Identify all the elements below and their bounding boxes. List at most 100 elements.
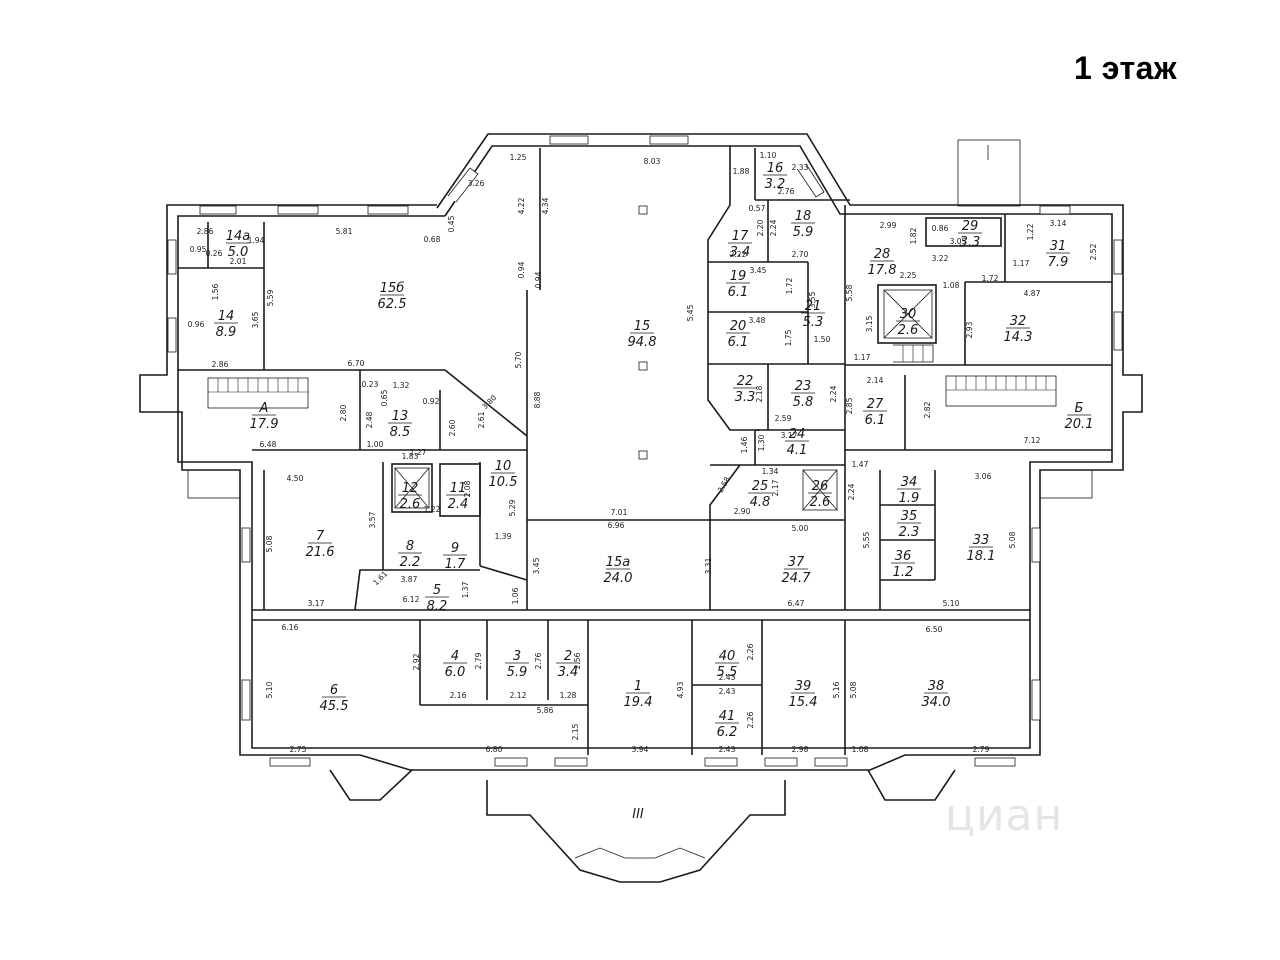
room-area: 17.8 xyxy=(868,263,897,278)
room-number: 15б xyxy=(380,281,405,296)
room-number: 5 xyxy=(433,583,441,598)
room-3: 35.9 xyxy=(505,649,529,680)
dimension-label: 0.26 xyxy=(206,249,223,258)
dimension-label: 2.48 xyxy=(365,411,374,428)
dimension-label: 6.47 xyxy=(788,599,805,608)
room-area: 21.6 xyxy=(306,545,335,560)
room-29: 293.3 xyxy=(958,219,982,250)
room-41: 416.2 xyxy=(715,709,739,740)
dimension-label: 1.94 xyxy=(248,236,265,245)
room-area: 8.2 xyxy=(427,599,448,614)
room-number: 24 xyxy=(789,427,806,442)
room-number: 18 xyxy=(795,209,812,224)
room-2: 23.4 xyxy=(556,649,580,680)
room-21: 215.3 xyxy=(801,299,825,330)
room-area: 5.5 xyxy=(717,665,738,680)
room-7: 721.6 xyxy=(306,529,335,560)
dimension-label: 4.34 xyxy=(541,197,550,214)
room-area: 2.3 xyxy=(899,525,920,540)
room-number: 32 xyxy=(1010,314,1027,329)
dimension-label: 2.26 xyxy=(746,643,755,660)
interior-walls xyxy=(178,146,1112,755)
room-number: 27 xyxy=(867,397,884,412)
room-17: 173.4 xyxy=(728,229,752,260)
room-12: 122.6 xyxy=(398,481,422,512)
dimension-label: 1.56 xyxy=(211,283,220,300)
dimension-label: 2.25 xyxy=(900,271,917,280)
room-36: 361.2 xyxy=(891,549,915,580)
dimension-label: 2.79 xyxy=(474,652,483,669)
room-18: 185.9 xyxy=(791,209,815,240)
dimension-label: 3.22 xyxy=(932,254,949,263)
dimension-label: 1.47 xyxy=(852,460,869,469)
dimension-label: 1.32 xyxy=(393,381,410,390)
dimension-label: 3.31 xyxy=(704,557,713,574)
room-area: 5.9 xyxy=(507,665,528,680)
room-number: 35 xyxy=(901,509,918,524)
dimension-label: 2.08 xyxy=(463,480,472,497)
room-area: 3.4 xyxy=(730,245,751,260)
room-22: 223.3 xyxy=(733,374,757,405)
room-23: 235.8 xyxy=(791,379,815,410)
room-area: 3.3 xyxy=(735,390,756,405)
entrance-label: III xyxy=(632,807,644,822)
dimension-label: 2.75 xyxy=(290,745,307,754)
dimension-label: 1.72 xyxy=(785,277,794,294)
dimension-label: 1.82 xyxy=(909,227,918,244)
room-area: 24.7 xyxy=(782,571,812,586)
elevator-shafts xyxy=(394,289,933,511)
dimension-label: 2.18 xyxy=(755,385,764,402)
room-31: 317.9 xyxy=(1046,239,1070,270)
dimension-label: 2.93 xyxy=(965,321,974,338)
dimension-label: 3.06 xyxy=(975,472,992,481)
dimension-label: 4.93 xyxy=(676,681,685,698)
room-number: 38 xyxy=(928,679,945,694)
dimension-label: 1.22 xyxy=(424,505,441,514)
room-number: 16 xyxy=(767,161,784,176)
dimension-label: 1.83 xyxy=(402,452,419,461)
dimension-label: 0.45 xyxy=(447,215,456,232)
dimension-label: 5.00 xyxy=(792,524,809,533)
dimension-label: 5.08 xyxy=(849,681,858,698)
dimension-label: 1.27 xyxy=(410,448,427,457)
dimension-label: 3.05 xyxy=(950,237,967,246)
room-35: 352.3 xyxy=(897,509,921,540)
room-number: 14 xyxy=(218,309,235,324)
room-number: 4 xyxy=(451,649,459,664)
dimension-label: 3.17 xyxy=(781,431,798,440)
dimension-label: 3.87 xyxy=(401,575,418,584)
room-number: 37 xyxy=(788,555,805,570)
dimension-label: 1.17 xyxy=(854,353,871,362)
dimension-label: 2.14 xyxy=(867,376,884,385)
room-number: A xyxy=(259,401,269,416)
room-area: 1.9 xyxy=(899,491,920,506)
dimension-label: 1.75 xyxy=(784,329,793,346)
room-area: 6.2 xyxy=(717,725,738,740)
room-area: 5.9 xyxy=(793,225,814,240)
outer-walls xyxy=(139,133,1143,883)
room-area: 2.6 xyxy=(898,323,919,338)
room-number: 7 xyxy=(316,529,325,544)
room-area: 5.0 xyxy=(228,245,249,260)
dimension-label: 6.96 xyxy=(608,521,625,530)
room-area: 6.1 xyxy=(728,285,749,300)
dimension-label: 4.22 xyxy=(517,197,526,214)
room-number: 26 xyxy=(812,479,829,494)
floor-title: 1 этаж xyxy=(1074,50,1178,86)
stairs xyxy=(207,344,1057,409)
room-number: 17 xyxy=(732,229,749,244)
dimension-label: 1.34 xyxy=(762,467,779,476)
room-34: 341.9 xyxy=(897,475,921,506)
room-16: 163.2 xyxy=(763,161,787,192)
room-19: 196.1 xyxy=(726,269,750,300)
dimension-label: 1.06 xyxy=(511,587,520,604)
dimension-label: 2.80 xyxy=(339,404,348,421)
dimension-label: 3.45 xyxy=(750,266,767,275)
dimension-label: 5.08 xyxy=(265,535,274,552)
